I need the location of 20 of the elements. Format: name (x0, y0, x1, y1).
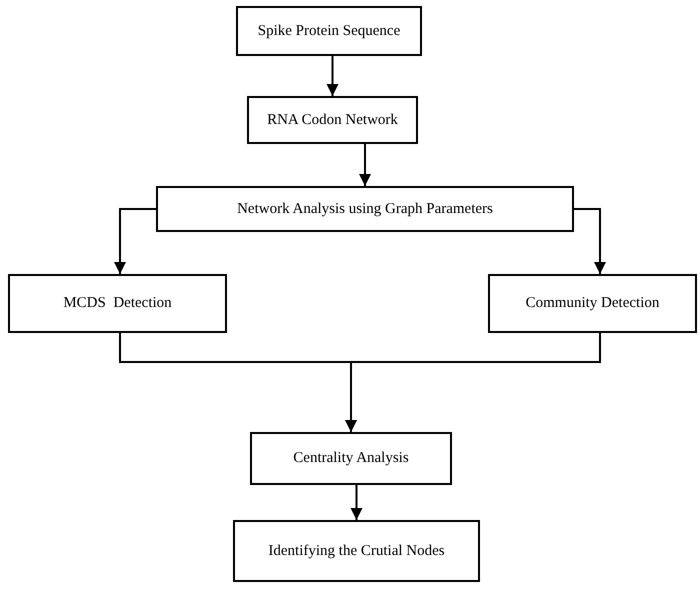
arrow (114, 208, 156, 274)
arrow (359, 144, 371, 186)
process-box (233, 520, 480, 582)
process-box (250, 432, 452, 485)
arrow (326, 56, 338, 96)
arrow (345, 333, 601, 432)
process-box (236, 6, 422, 56)
box-label: RNA Codon Network (267, 110, 398, 130)
arrow (350, 485, 362, 520)
process-box (156, 186, 574, 232)
box-label: Network Analysis using Graph Parameters (237, 200, 493, 219)
process-box (8, 274, 227, 333)
box-label: Spike Protein Sequence (258, 22, 400, 41)
box-label: Identifying the Crutial Nodes (268, 542, 445, 561)
arrow (574, 208, 606, 274)
box-label: MCDS Detection (63, 294, 172, 314)
box-label: Centrality Analysis (293, 449, 409, 468)
box-label: Community Detection (526, 294, 660, 314)
process-box (488, 274, 697, 333)
process-box (247, 96, 418, 144)
